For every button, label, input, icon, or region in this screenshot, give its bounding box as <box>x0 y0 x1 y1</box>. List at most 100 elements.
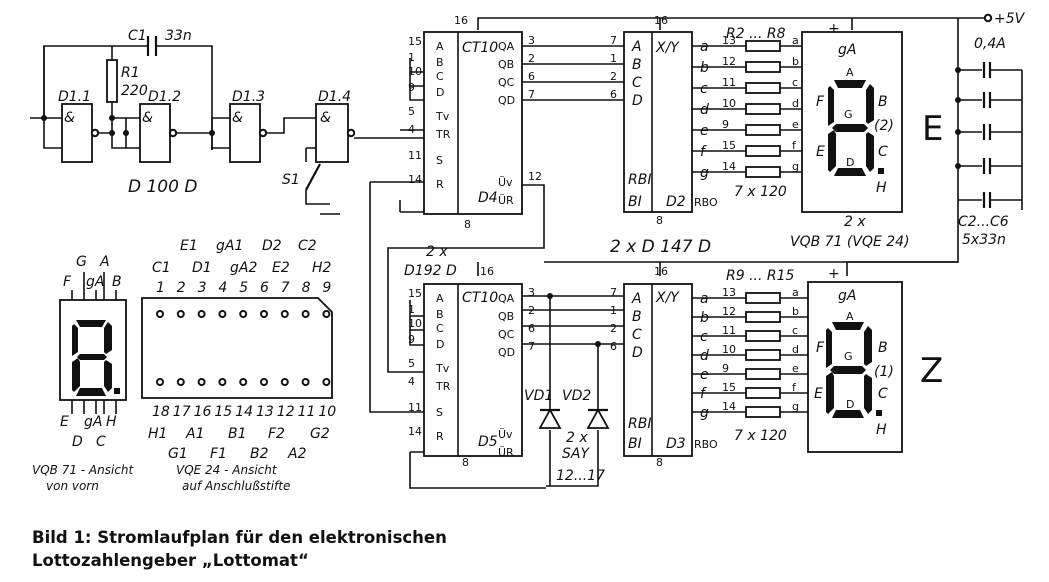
bottom-display-seg-a: A <box>846 310 854 323</box>
bottom-display-seg-e: E <box>814 386 823 402</box>
counter-output-label: QB <box>498 310 514 323</box>
gate-d1-1-symbol: & <box>64 110 75 126</box>
counter-input-pin: 10 <box>408 317 422 330</box>
segment-resistor <box>745 387 781 399</box>
counter-input-label: S <box>436 154 443 167</box>
top-display-seg-c: C <box>878 144 888 160</box>
pinout-bottom-label: H1 <box>148 426 167 442</box>
pinout-bottom-label: B1 <box>228 426 247 442</box>
top-display-letter: E <box>922 109 943 149</box>
front-view: F G gA A B E gA H D C VQB 71 - Ansicht v… <box>32 254 135 493</box>
c1-label: C1 <box>128 28 147 44</box>
counter-input-pin: 11 <box>408 149 422 162</box>
d2-pin-vcc: 16 <box>654 14 668 27</box>
bottom-display-dp-note: (1) <box>874 364 894 380</box>
decoder-output-pin: 12 <box>722 305 736 318</box>
counter-input-label: C <box>436 70 444 83</box>
counter-input-pin: 1 <box>408 303 415 316</box>
decoder-output-pin: 9 <box>722 118 729 131</box>
top-display-seg-g: G <box>844 108 853 121</box>
decoder-output-label: c <box>700 81 708 97</box>
d4-label: D4 <box>478 190 498 206</box>
counter-output-pin: 2 <box>528 52 535 65</box>
decoder-output-pin: 15 <box>722 139 736 152</box>
decoder-output-label: f <box>700 386 707 402</box>
pinout-top-label: C1 <box>152 260 171 276</box>
decoder-output-pin: 13 <box>722 286 736 299</box>
segment-resistor <box>745 61 781 73</box>
gate-d1-1-label: D1.1 <box>58 89 91 105</box>
pinout-bottom-label: F1 <box>210 446 227 462</box>
pinout-pin-number: 16 <box>194 404 212 420</box>
counter-input-label: C <box>436 322 444 335</box>
d2-label: D2 <box>666 194 686 210</box>
d2-rbo: RBO <box>694 196 718 209</box>
decoder-output-label: a <box>700 39 709 55</box>
r1-label: R1 <box>121 65 140 81</box>
segment-pin-label: b <box>792 55 799 68</box>
top-display-seg-f: F <box>816 94 825 110</box>
bottom-display-seg-c: C <box>878 386 888 402</box>
front-view-d: D <box>72 434 83 450</box>
d2-pin-gnd: 8 <box>656 214 663 227</box>
c1-value: 33n <box>165 28 192 44</box>
bottom-display-seg-d: D <box>846 398 854 411</box>
display-top: gA A F B G E C D H (2) E <box>801 31 943 213</box>
caption-line-1: Bild 1: Stromlaufplan für den elektronis… <box>32 528 447 547</box>
pinout-top-label: C2 <box>298 238 317 254</box>
front-view-h: H <box>106 414 117 430</box>
power-section: +5V 0,4A + + C2...C6 5x33n <box>477 11 1026 282</box>
vd1-label: VD1 <box>524 388 553 404</box>
decoder-output-label: c <box>700 329 708 345</box>
decoder-input-pin: 2 <box>610 70 617 83</box>
counter-input-label: TR <box>435 128 451 141</box>
counter-input-pin: 1 <box>408 51 415 64</box>
segment-pin-label: f <box>792 381 797 394</box>
pinout-bottom-label: G1 <box>168 446 188 462</box>
diodes-count: 2 x <box>566 430 588 446</box>
top-display-dp-note: (2) <box>874 118 894 134</box>
segment-resistor <box>745 406 781 418</box>
pinout-top-label: gA1 <box>216 238 243 254</box>
pinout-pin-number: 3 <box>198 280 207 296</box>
decoder-input-pin: 7 <box>610 34 617 47</box>
decoders-type: 2 x D 147 D <box>610 237 711 257</box>
bottom-display-seg-b: B <box>878 340 888 356</box>
counter-output-pin: 7 <box>528 340 535 353</box>
counter-input-pin: 4 <box>408 375 415 388</box>
diodes-vd1-vd2: VD1 VD2 2 x SAY 12...17 <box>522 293 624 487</box>
top-display-seg-h: H <box>876 180 887 196</box>
front-view-ga-top: gA <box>86 274 104 290</box>
switch-s1-label: S1 <box>282 172 300 188</box>
segment-resistor <box>745 292 781 304</box>
counter-output-pin: 3 <box>528 34 535 47</box>
segment-resistor <box>745 145 781 157</box>
counter-input-pin: 15 <box>408 287 422 300</box>
pinout-bottom-label: G2 <box>310 426 330 442</box>
pinout-pin-number: 6 <box>260 280 269 296</box>
counter-output-pin: 3 <box>528 286 535 299</box>
front-view-g: G <box>76 254 87 270</box>
pinout-top-label: D2 <box>262 238 282 254</box>
counter-input-pin: 5 <box>408 357 415 370</box>
bottom-display-plus: + <box>828 266 840 282</box>
segment-resistor <box>745 330 781 342</box>
caps-label: C2...C6 <box>958 214 1009 230</box>
resistors-top-value: 7 x 120 <box>734 184 787 200</box>
counter-output-label: QC <box>498 328 515 341</box>
segment-resistor <box>745 40 781 52</box>
decoder-input-label: C <box>632 75 642 91</box>
r1-resistor <box>106 59 118 103</box>
decoder-output-pin: 10 <box>722 97 736 110</box>
counter-output-label: Üv <box>498 428 513 441</box>
front-view-c: C <box>96 434 106 450</box>
pinout-top-label: D1 <box>192 260 212 276</box>
d5-pin-gnd: 8 <box>462 456 469 469</box>
d3-bi: BI <box>628 436 642 452</box>
counter-output-label: ÜR <box>498 194 514 207</box>
pinout-pin-number: 14 <box>235 404 253 420</box>
pinout-top-label: E1 <box>180 238 198 254</box>
pinout-pin-number: 15 <box>214 404 232 420</box>
